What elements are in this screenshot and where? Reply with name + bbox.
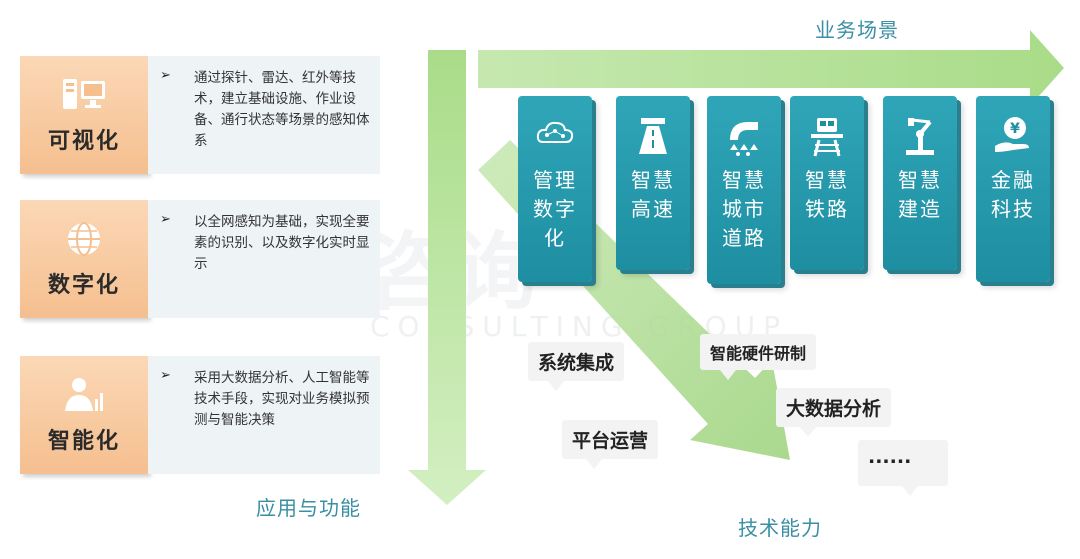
cloud-network-icon — [536, 121, 574, 143]
capability-visualization: 可视化 — [20, 56, 148, 174]
scenario-label: 智慧铁路 — [805, 168, 849, 221]
globe-icon — [68, 222, 100, 256]
city-road-icon — [730, 122, 758, 156]
scenario-card-smart-railway: 智慧铁路 — [790, 96, 864, 270]
bullet-arrow-icon: ➢ — [160, 68, 171, 83]
svg-text:¥: ¥ — [1010, 121, 1020, 137]
scenario-card-smart-city-road: 智慧城市道路 — [707, 96, 781, 284]
capability-name: 可视化 — [47, 129, 120, 154]
analyst-icon — [65, 378, 103, 411]
description-text: 通过探针、雷达、红外等技术，建立基础设施、作业设备、通行状态等场景的感知体系 — [194, 70, 370, 149]
scenario-card-smart-construction: 智慧建造 — [883, 96, 957, 270]
technical-capability-label: 技术能力 — [738, 516, 822, 540]
business-scenario-label: 业务场景 — [815, 18, 899, 42]
tech-label: 系统集成 — [538, 352, 615, 374]
tech-label: 平台运营 — [572, 430, 649, 452]
highway-icon — [639, 118, 667, 154]
capability-name: 数字化 — [47, 273, 120, 298]
tech-smart-hardware: 智能硬件研制 — [700, 334, 817, 380]
robot-arm-icon — [906, 118, 934, 155]
railway-icon — [811, 118, 843, 157]
scenario-card-management-digitization: 管理数字化 — [518, 96, 592, 282]
tech-label: 大数据分析 — [786, 398, 882, 420]
capability-intelligence: 智能化 — [20, 356, 148, 474]
vertical-arrow — [408, 50, 486, 505]
yen-hand-icon: ¥ — [995, 117, 1029, 152]
description-text: 采用大数据分析、人工智能等技术手段，实现对业务模拟预测与智能决策 — [194, 370, 370, 428]
scenario-card-smart-highway: 智慧高速 — [616, 96, 690, 270]
description-text: 以全网感知为基础，实现全要素的识别、以及数字化实时显示 — [194, 214, 370, 272]
capability-digitization: 数字化 — [20, 200, 148, 318]
scenario-label: 智慧高速 — [631, 168, 675, 221]
scenario-label: 金融科技 — [991, 168, 1035, 221]
tech-big-data: 大数据分析 — [776, 388, 892, 437]
capability-description: ➢ 以全网感知为基础，实现全要素的识别、以及数字化实时显示 — [148, 200, 380, 318]
bullet-arrow-icon: ➢ — [160, 212, 171, 227]
capability-description: ➢ 通过探针、雷达、红外等技术，建立基础设施、作业设备、通行状态等场景的感知体系 — [148, 56, 380, 174]
tech-platform-operation: 平台运营 — [562, 420, 659, 469]
tech-more: ...... — [858, 440, 948, 496]
scenario-card-fintech: ¥ 金融科技 — [976, 96, 1050, 282]
capability-name: 智能化 — [47, 429, 120, 454]
horizontal-arrow — [478, 30, 1064, 106]
scenario-label: 智慧城市道路 — [722, 168, 766, 250]
application-function-label: 应用与功能 — [256, 496, 361, 520]
tech-system-integration: 系统集成 — [528, 342, 625, 391]
tech-label: 智能硬件研制 — [710, 344, 807, 363]
computer-icon — [63, 79, 105, 109]
bullet-arrow-icon: ➢ — [160, 368, 171, 383]
scenario-label: 智慧建造 — [898, 168, 942, 221]
scenario-label: 管理数字化 — [533, 168, 577, 250]
capability-description: ➢ 采用大数据分析、人工智能等技术手段，实现对业务模拟预测与智能决策 — [148, 356, 380, 474]
tech-label: ...... — [868, 446, 912, 468]
